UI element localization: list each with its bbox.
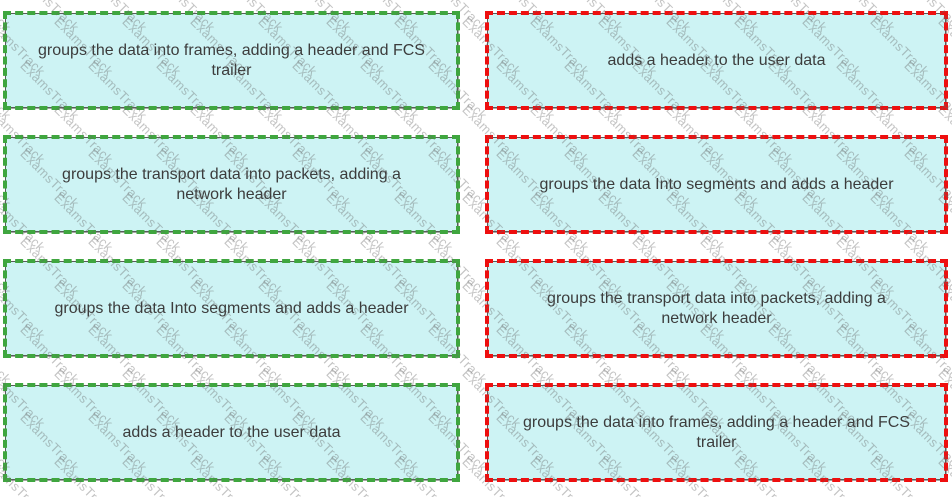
green-option-user-data-header[interactable]: adds a header to the user data [3, 383, 460, 482]
green-option-segments-header[interactable]: groups the data Into segments and adds a… [3, 259, 460, 358]
option-label: groups the data into frames, adding a he… [38, 41, 425, 79]
target-label: groups the transport data into packets, … [547, 289, 886, 327]
option-label: groups the transport data into packets, … [62, 165, 401, 203]
option-label: adds a header to the user data [122, 423, 341, 441]
target-label: groups the data Into segments and adds a… [539, 175, 894, 193]
target-label: adds a header to the user data [607, 51, 826, 69]
red-target-packets-network-header[interactable]: groups the transport data into packets, … [485, 259, 948, 358]
red-target-frames-header-fcs[interactable]: groups the data into frames, adding a he… [485, 383, 948, 482]
target-label: groups the data into frames, adding a he… [523, 413, 910, 451]
green-option-frames-header-fcs[interactable]: groups the data into frames, adding a he… [3, 11, 460, 110]
green-option-packets-network-header[interactable]: groups the transport data into packets, … [3, 135, 460, 234]
option-label: groups the data Into segments and adds a… [54, 299, 409, 317]
red-target-user-data-header[interactable]: adds a header to the user data [485, 11, 948, 110]
red-target-segments-header[interactable]: groups the data Into segments and adds a… [485, 135, 948, 234]
